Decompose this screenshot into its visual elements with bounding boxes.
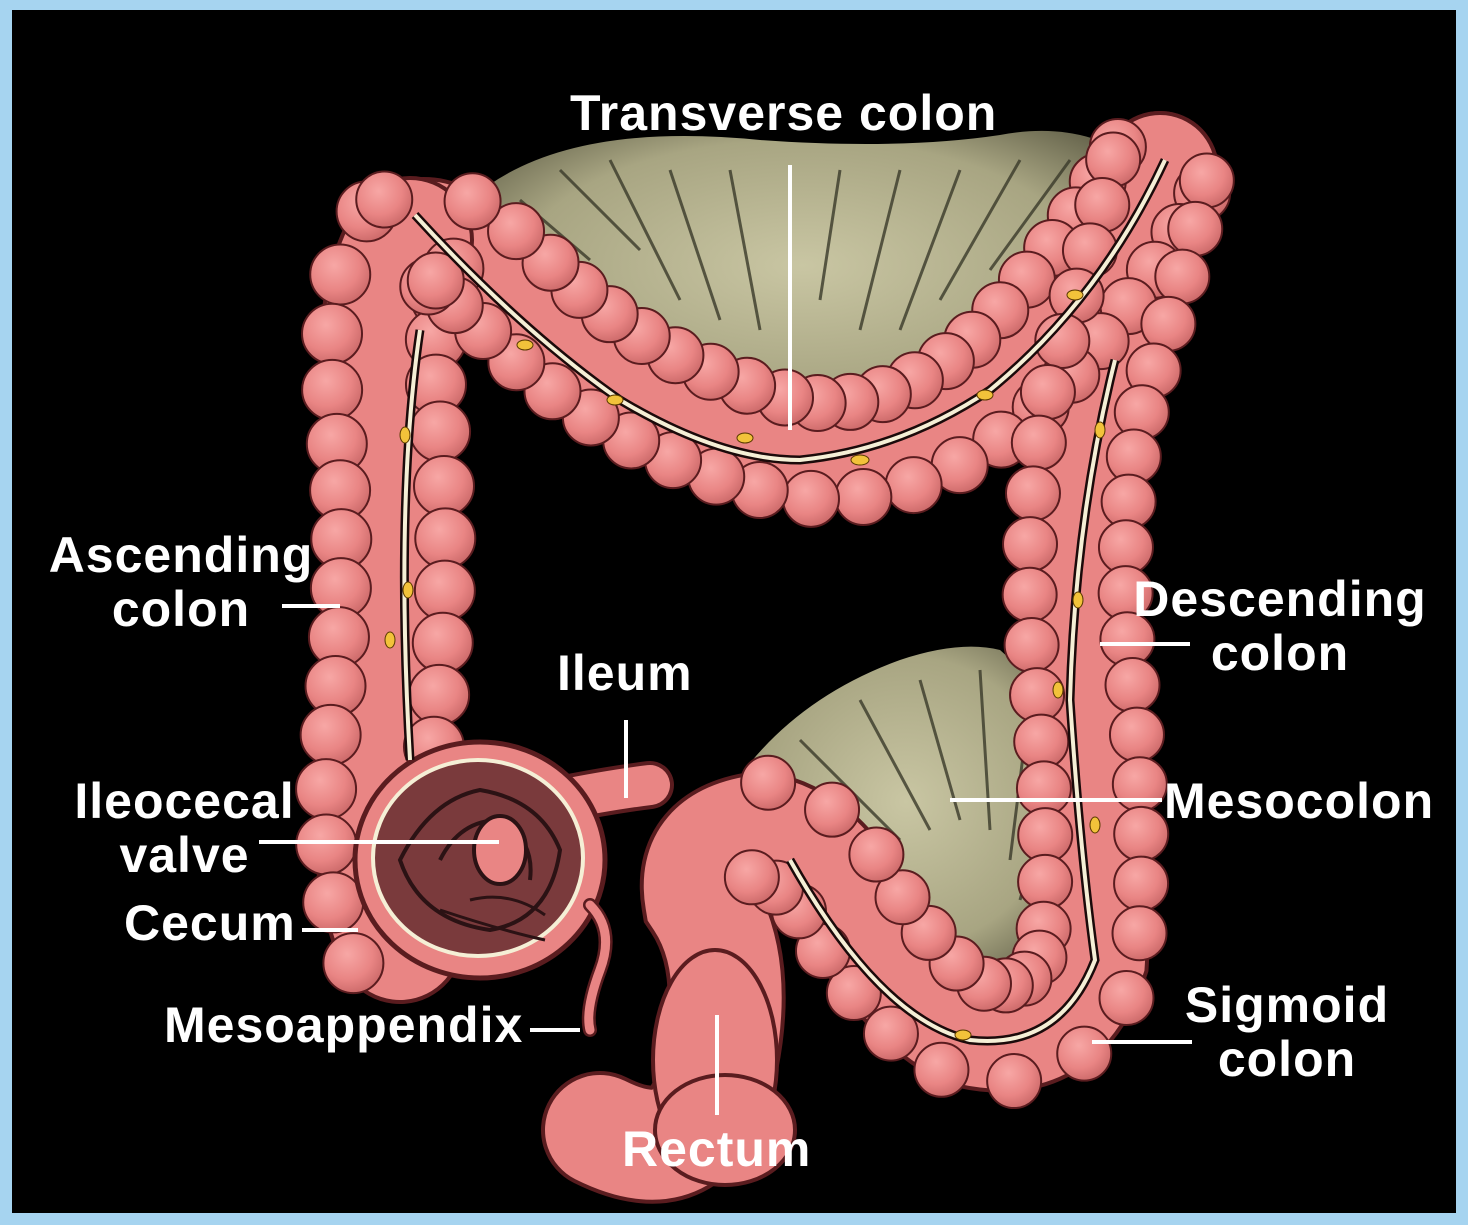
haustrum	[1168, 202, 1222, 256]
leader-mesocolon	[950, 798, 1162, 802]
label-cecum: Cecum	[124, 896, 296, 950]
haustrum	[1021, 365, 1075, 419]
label-ascending-colon: Ascending colon	[46, 528, 316, 636]
haustrum	[741, 756, 795, 810]
label-mesocolon: Mesocolon	[1164, 774, 1434, 828]
haustrum	[835, 469, 891, 525]
label-ascending-colon-line2: colon	[46, 582, 316, 636]
haustrum	[1113, 757, 1167, 811]
label-mesoappendix: Mesoappendix	[164, 998, 523, 1052]
label-ileum: Ileum	[557, 646, 693, 700]
haustrum	[296, 815, 356, 875]
haustrum	[1141, 297, 1195, 351]
label-sigmoid-colon: Sigmoid colon	[1172, 978, 1402, 1086]
haustrum	[1180, 153, 1234, 207]
label-rectum: Rectum	[622, 1122, 811, 1176]
haustrum	[783, 471, 839, 527]
haustrum	[445, 173, 501, 229]
haustrum	[1113, 906, 1167, 960]
haustrum	[1006, 466, 1060, 520]
haustrum	[301, 705, 361, 765]
haustrum	[1003, 517, 1057, 571]
haustrum	[1100, 971, 1154, 1025]
label-transverse-colon: Transverse colon	[570, 86, 997, 140]
haustrum	[413, 613, 473, 673]
haustrum	[356, 171, 412, 227]
diagram-frame: Transverse colon Ascending colon Descend…	[12, 10, 1456, 1213]
haustrum	[303, 872, 363, 932]
label-ileocecal-valve: Ileocecal valve	[72, 774, 297, 882]
leader-mesoappendix	[530, 1028, 580, 1032]
haustrum	[323, 933, 383, 993]
haustrum	[1114, 857, 1168, 911]
label-sigmoid-colon-line2: colon	[1172, 1032, 1402, 1086]
haustrum	[987, 1054, 1041, 1108]
haustrum	[849, 828, 903, 882]
label-ileocecal-valve-line1: Ileocecal	[72, 774, 297, 828]
cecum-shape	[355, 742, 605, 978]
label-sigmoid-colon-line1: Sigmoid	[1172, 978, 1402, 1032]
leader-ileum	[624, 720, 628, 798]
haustrum	[414, 456, 474, 516]
haustrum	[410, 401, 470, 461]
haustrum	[1003, 568, 1057, 622]
haustrum	[1114, 807, 1168, 861]
haustrum	[725, 850, 779, 904]
leader-cecum	[302, 928, 358, 932]
haustrum	[296, 759, 356, 819]
leader-transverse-colon	[788, 165, 792, 430]
ileocecal-valve-shape	[474, 816, 526, 884]
haustrum	[805, 783, 859, 837]
label-descending-colon-line2: colon	[1130, 626, 1430, 680]
haustrum	[302, 304, 362, 364]
haustrum	[310, 244, 370, 304]
label-ascending-colon-line1: Ascending	[46, 528, 316, 582]
leader-rectum	[715, 1015, 719, 1115]
haustrum	[1155, 250, 1209, 304]
haustrum	[302, 360, 362, 420]
haustrum	[1005, 618, 1059, 672]
haustrum	[1057, 1027, 1111, 1081]
haustrum	[914, 1043, 968, 1097]
haustrum	[886, 457, 942, 513]
haustrum	[415, 561, 475, 621]
haustrum	[1110, 708, 1164, 762]
haustrum	[1012, 416, 1066, 470]
label-ileocecal-valve-line2: valve	[72, 828, 297, 882]
label-descending-colon: Descending colon	[1130, 572, 1430, 680]
haustrum	[415, 508, 475, 568]
haustrum	[409, 665, 469, 725]
label-descending-colon-line1: Descending	[1130, 572, 1430, 626]
